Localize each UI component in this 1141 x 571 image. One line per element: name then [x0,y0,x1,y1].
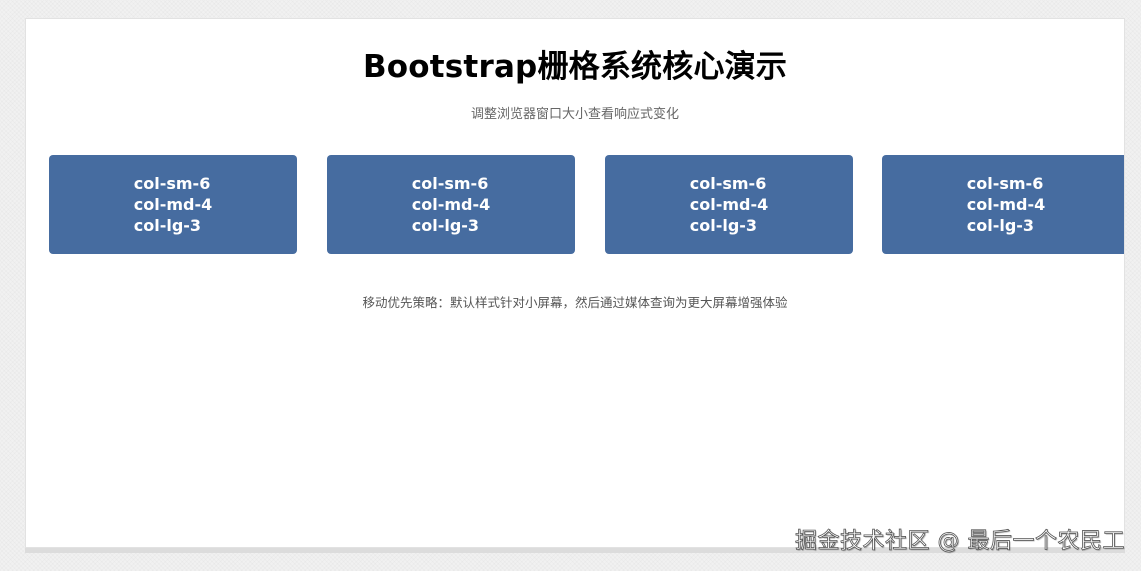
grid-row: col-sm-6 col-md-4 col-lg-3 col-sm-6 col-… [49,155,1124,255]
column-class-sm: col-sm-6 [689,174,767,193]
grid-column-4: col-sm-6 col-md-4 col-lg-3 [882,155,1124,254]
page-subtitle: 调整浏览器窗口大小查看响应式变化 [470,107,679,122]
mobile-first-note: 移动优先策略：默认样式针对小屏幕，然后通过媒体查询为更大屏幕增强体验 [362,295,788,310]
column-class-lg: col-lg-3 [411,216,480,235]
column-class-md: col-md-4 [133,195,213,214]
column-class-md: col-md-4 [966,195,1046,214]
column-class-md: col-md-4 [411,195,491,214]
column-class-sm: col-sm-6 [966,174,1044,193]
grid-column-2: col-sm-6 col-md-4 col-lg-3 [327,155,575,254]
column-class-lg: col-lg-3 [133,216,202,235]
demo-container: Bootstrap栅格系统核心演示 调整浏览器窗口大小查看响应式变化 col-s… [25,18,1125,548]
column-class-lg: col-lg-3 [689,216,758,235]
grid-column-1: col-sm-6 col-md-4 col-lg-3 [49,155,297,254]
column-class-sm: col-sm-6 [411,174,489,193]
column-class-sm: col-sm-6 [133,174,211,193]
column-class-lg: col-lg-3 [966,216,1035,235]
grid-column-3: col-sm-6 col-md-4 col-lg-3 [605,155,853,254]
page-title: Bootstrap栅格系统核心演示 [362,49,788,85]
watermark: 掘金技术社区 @ 最后一个农民工 [795,529,1125,555]
column-class-md: col-md-4 [689,195,769,214]
